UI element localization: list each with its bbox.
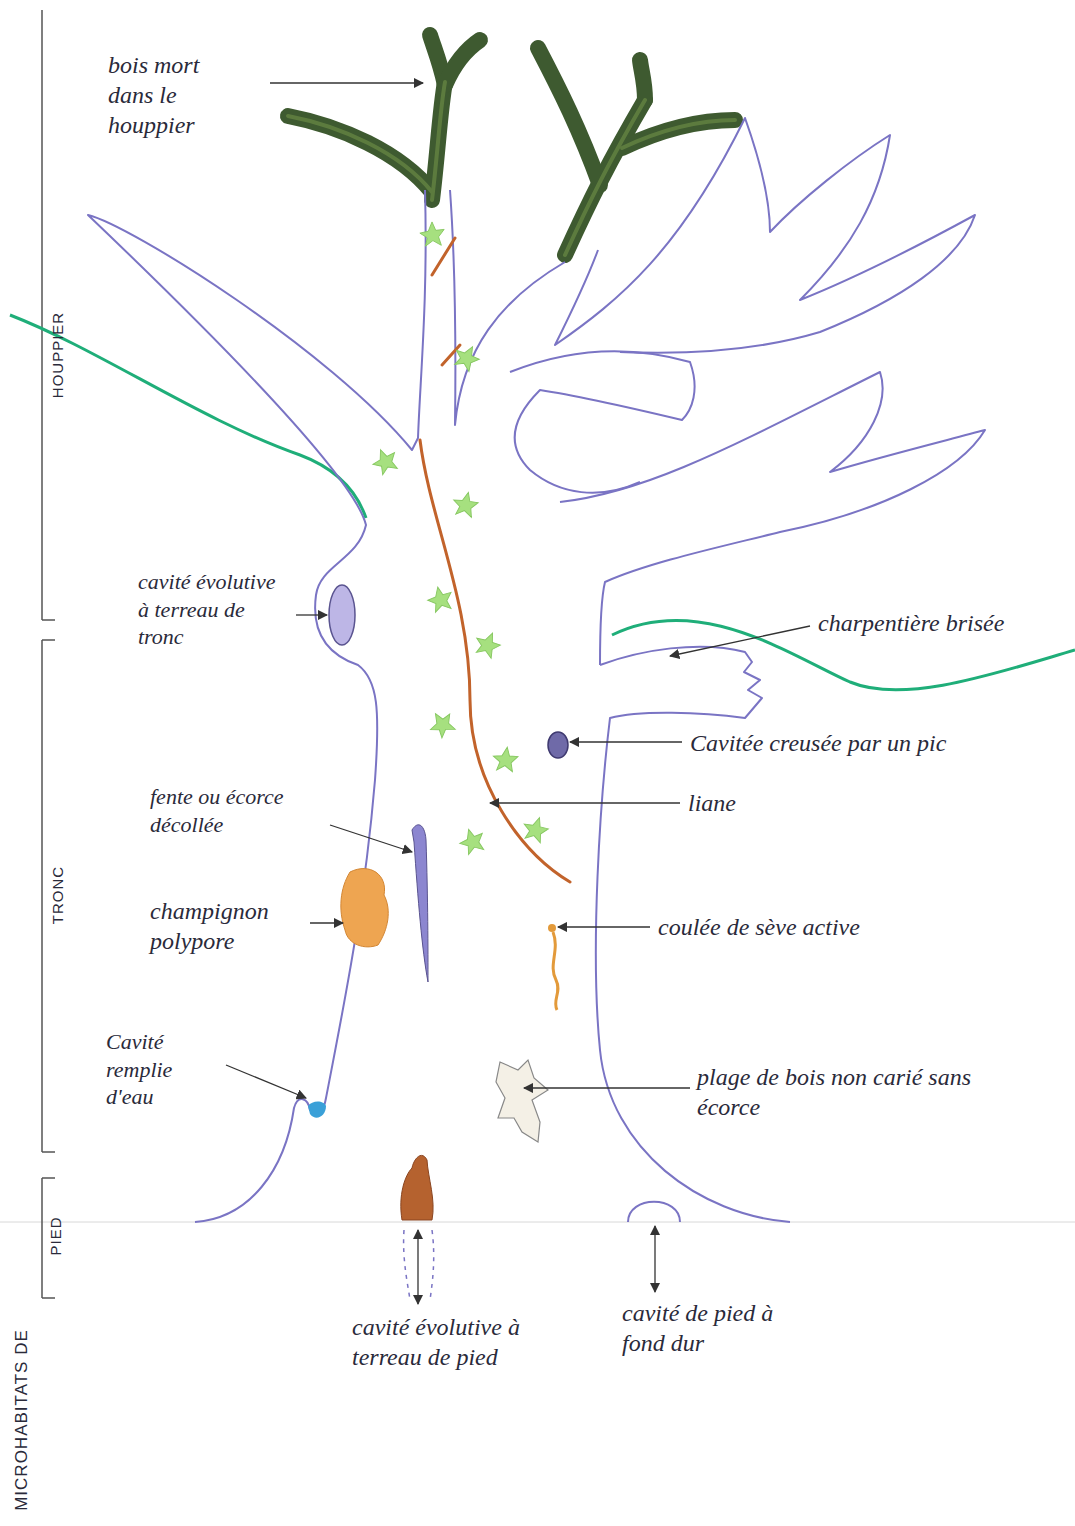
dead-wood — [288, 35, 735, 255]
callout-label: charpentière brisée — [818, 608, 1068, 638]
tree-outline — [88, 118, 985, 1222]
liana — [420, 238, 570, 882]
bark-crack — [412, 825, 428, 982]
ivy-leaves — [369, 222, 551, 856]
callout-label: cavité évolutive à terreau de pied — [352, 1312, 552, 1372]
callout-label: cavité de pied à fond dur — [622, 1298, 802, 1358]
polypore — [341, 869, 388, 947]
sap-flow — [548, 924, 558, 1010]
hard-foot-cavity — [628, 1202, 680, 1222]
leader-lines — [226, 83, 810, 1304]
callout-label: coulée de sève active — [658, 912, 998, 942]
green-line — [10, 315, 1075, 690]
woodpecker-hole — [548, 732, 568, 758]
foot-cavity-roots — [404, 1230, 434, 1300]
callout-label: Cavitée creusée par un pic — [690, 728, 1060, 758]
zone-label: TRONC — [49, 866, 68, 924]
zone-label: HOUPPIER — [49, 312, 68, 398]
trunk-cavity — [329, 585, 355, 645]
water-cavity — [308, 1102, 326, 1118]
callout-label: fente ou écorce décollée — [150, 783, 328, 838]
callout-label: bois mort dans le houppier — [108, 50, 228, 140]
callout-label: champignon polypore — [150, 896, 305, 956]
callout-label: liane — [688, 788, 888, 818]
zone-label: PIED — [47, 1216, 66, 1255]
callout-label: plage de bois non carié sans écorce — [697, 1062, 997, 1122]
callout-label: Cavité remplie d'eau — [106, 1028, 224, 1111]
axis-title: MICROHABITATS DE — [11, 1329, 32, 1511]
bare-wood-patch — [496, 1060, 548, 1142]
foot-cavity-mould — [401, 1155, 433, 1220]
ground-line — [0, 1222, 1075, 1223]
zone-axis — [42, 10, 55, 1298]
callout-label: cavité évolutive à terreau de tronc — [138, 568, 290, 651]
